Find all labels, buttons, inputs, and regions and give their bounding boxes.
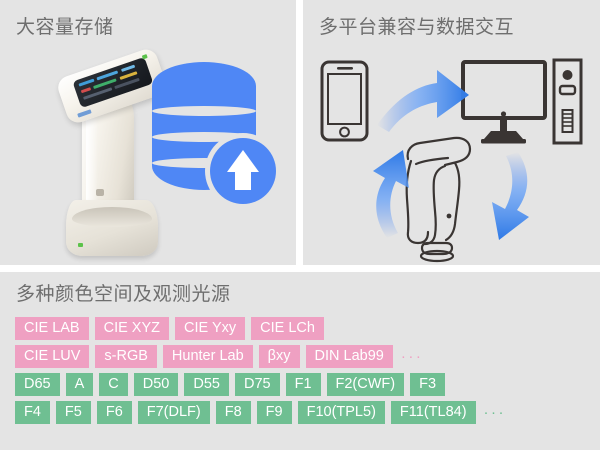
tag-color-space[interactable]: CIE LUV [15,345,90,368]
tag-illuminant[interactable]: F3 [410,373,446,396]
tag-illuminant[interactable]: D50 [133,373,179,396]
tag-color-space[interactable]: CIE Yxy [175,317,246,340]
tag-illuminant[interactable]: D65 [15,373,60,396]
tag-illuminant[interactable]: D75 [234,373,280,396]
tag-illuminant[interactable]: D55 [184,373,229,396]
upload-arrow-badge-icon [210,138,276,204]
panel-title-colorspace: 多种颜色空间及观测光源 [16,284,231,305]
tag-illuminant[interactable]: F7(DLF) [137,401,210,424]
spectrophotometer-device-photo [52,46,172,256]
panel-multi-platform-compatibility: 多平台兼容与数据交互 [303,0,600,265]
storage-illustration [0,30,296,265]
tag-illuminant[interactable]: F9 [256,401,292,424]
database-stack-icon [152,62,276,204]
device-charging-dock [66,200,158,256]
device-screen [72,56,154,109]
ellipsis-more-indicator: ··· [483,404,507,421]
device-logo [77,109,92,118]
panel-title-storage: 大容量存储 [16,17,114,38]
tag-illuminant[interactable]: F11(TL84) [390,401,476,424]
tag-illuminant[interactable]: F6 [96,401,132,424]
smartphone-icon [320,60,369,142]
panel-title-platform: 多平台兼容与数据交互 [319,17,515,38]
dock-cradle [72,207,152,227]
tag-illuminant[interactable]: F2(CWF) [326,373,405,396]
curved-arrow-icon [492,152,529,240]
device-body-highlight [86,94,98,212]
panel-large-capacity-storage: 大容量存储 [0,0,296,265]
tag-color-space[interactable]: s-RGB [95,345,157,368]
device-status-led [141,54,148,60]
tag-color-space[interactable]: βxy [258,345,300,368]
tag-illuminant[interactable]: F1 [285,373,321,396]
curved-arrow-icon [373,150,409,238]
handheld-colorimeter-icon [405,136,472,263]
tag-color-space[interactable]: CIE LCh [251,317,324,340]
tag-illuminant[interactable]: C [99,373,128,396]
tag-color-space[interactable]: DIN Lab99 [305,345,393,368]
desktop-monitor-icon [461,60,547,144]
tag-color-space[interactable]: CIE LAB [15,317,89,340]
ellipsis-more-indicator: ··· [400,348,424,365]
pc-tower-icon [552,58,583,145]
platform-illustration [320,58,583,263]
curved-arrow-icon [377,70,469,132]
tag-illuminant[interactable]: A [65,373,94,396]
tag-illuminant[interactable]: F4 [15,401,50,424]
tag-illuminant[interactable]: F8 [215,401,251,424]
tag-illuminant[interactable]: F5 [55,401,91,424]
tag-illuminant[interactable]: F10(TPL5) [297,401,385,424]
dock-status-led [78,243,83,247]
device-port [96,189,104,196]
tag-color-space[interactable]: CIE XYZ [94,317,170,340]
tag-color-space[interactable]: Hunter Lab [162,345,253,368]
